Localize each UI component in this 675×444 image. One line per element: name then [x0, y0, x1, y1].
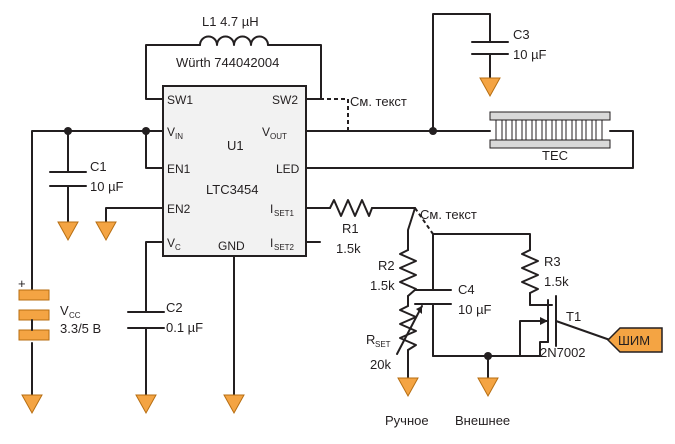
capacitor-c2: C2 0.1 µF: [127, 300, 203, 335]
inductor-part-number: Würth 744042004: [176, 55, 279, 70]
annotations: См. текст См. текст Ручное Внешнее: [350, 94, 510, 428]
pin-vout: V: [262, 125, 270, 139]
resistor-r1: R1 1.5k: [329, 199, 373, 256]
r2-value: 1.5k: [370, 278, 395, 293]
mosfet-t1: T1 2N7002: [519, 295, 611, 360]
rset-ref: R: [366, 332, 375, 347]
ground-manual: [397, 377, 419, 398]
r1-value: 1.5k: [336, 241, 361, 256]
vcc-plus: +: [18, 276, 26, 291]
pin-en1: EN1: [167, 162, 191, 176]
r1-ref: R1: [342, 221, 359, 236]
c4-value: 10 µF: [458, 302, 492, 317]
ground-ic: [223, 394, 245, 415]
capacitor-c3: C3 10 µF: [471, 27, 547, 62]
battery-vcc: + V CC 3.3/5 В: [18, 276, 101, 341]
inductor-l1: L1 4.7 µH Würth 744042004: [176, 14, 279, 70]
capacitor-c4: C4 10 µF: [414, 282, 492, 317]
resistor-rset: R SET 20k: [366, 305, 423, 372]
ground-en2: [95, 221, 117, 242]
junctions: [64, 127, 492, 360]
c2-value: 0.1 µF: [166, 320, 203, 335]
rset-value: 20k: [370, 357, 391, 372]
pin-vin-sub: IN: [175, 132, 183, 141]
capacitor-c1: C1 10 µF: [49, 159, 124, 194]
inductor-label: L1 4.7 µH: [202, 14, 259, 29]
c3-ref: C3: [513, 27, 530, 42]
resistor-r2: R2 1.5k: [370, 249, 417, 297]
c1-value: 10 µF: [90, 179, 124, 194]
ic-name: LTC3454: [206, 182, 259, 197]
vcc-ref-sub: CC: [69, 311, 81, 320]
pin-vc-sub: C: [175, 243, 181, 252]
resistor-r3: R3 1.5k: [521, 249, 569, 294]
grounds: [21, 77, 501, 415]
t1-ref: T1: [566, 309, 581, 324]
ground-c2: [135, 394, 157, 415]
mode-manual-label: Ручное: [385, 413, 429, 428]
wires: [31, 13, 634, 396]
vcc-ref: V: [60, 303, 69, 318]
ic-ref: U1: [227, 138, 244, 153]
pin-vout-sub: OUT: [270, 132, 287, 141]
ground-c3: [479, 77, 501, 98]
note-see-text-vout: См. текст: [350, 94, 407, 109]
pin-led: LED: [276, 162, 300, 176]
pin-vc: V: [167, 236, 175, 250]
ground-c1: [57, 221, 79, 242]
pin-sw2: SW2: [272, 93, 298, 107]
pin-en2: EN2: [167, 202, 191, 216]
pwm-label: ШИМ: [618, 333, 650, 348]
pin-iset1-sub: SET1: [274, 209, 295, 218]
vcc-value: 3.3/5 В: [60, 321, 101, 336]
tec-module: TEC: [489, 111, 611, 163]
pin-iset1: I: [270, 202, 273, 216]
r2-ref: R2: [378, 258, 395, 273]
c1-ref: C1: [90, 159, 107, 174]
pin-sw1: SW1: [167, 93, 193, 107]
note-see-text-iset: См. текст: [420, 207, 477, 222]
pin-gnd: GND: [218, 239, 245, 253]
ground-battery: [21, 394, 43, 415]
pwm-input: ШИМ: [606, 327, 663, 353]
t1-part: 2N7002: [540, 345, 586, 360]
pin-iset2-sub: SET2: [274, 243, 295, 252]
pin-iset2: I: [270, 236, 273, 250]
c3-value: 10 µF: [513, 47, 547, 62]
rset-ref-sub: SET: [375, 340, 391, 349]
tec-label: TEC: [542, 148, 568, 163]
pin-vin: V: [167, 125, 175, 139]
ic-ltc3454: U1 LTC3454 SW1 SW2 V IN V OUT EN1 LED EN…: [162, 85, 307, 257]
c2-ref: C2: [166, 300, 183, 315]
c4-ref: C4: [458, 282, 475, 297]
mode-external-label: Внешнее: [455, 413, 510, 428]
ground-external: [477, 377, 499, 398]
r3-value: 1.5k: [544, 274, 569, 289]
r3-ref: R3: [544, 254, 561, 269]
